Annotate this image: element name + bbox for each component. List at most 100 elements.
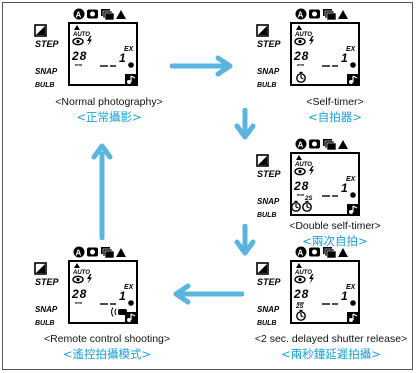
bulb-label: BULB bbox=[257, 320, 276, 327]
self-timer-icon bbox=[291, 200, 301, 212]
triangle-indicator-icon bbox=[74, 25, 80, 30]
step-label: STEP bbox=[257, 39, 282, 49]
delay-label: 2S bbox=[295, 304, 303, 310]
exposure-comp-icon bbox=[256, 154, 269, 167]
lcd-frame bbox=[290, 152, 360, 216]
step-label: STEP bbox=[257, 169, 282, 179]
ex-label: EX bbox=[124, 46, 135, 53]
face-icon bbox=[309, 139, 320, 149]
snap-label: SNAP bbox=[257, 305, 280, 314]
mountain-icon bbox=[116, 10, 126, 19]
arrow-down-icon bbox=[234, 224, 256, 256]
counter-unit: mm bbox=[297, 62, 305, 67]
frame-number: 1 bbox=[119, 51, 126, 65]
delay-label: 2S bbox=[304, 196, 312, 202]
face-icon bbox=[309, 9, 320, 19]
a-mode-label: A bbox=[298, 11, 304, 20]
step-label: STEP bbox=[257, 277, 282, 287]
bulb-label: BULB bbox=[257, 82, 276, 89]
mountain-icon bbox=[116, 248, 126, 257]
auto-label: AUTO bbox=[294, 162, 312, 168]
film-indicator-icon bbox=[128, 62, 134, 68]
multi-frame-icon bbox=[323, 247, 337, 259]
a-mode-icon: A bbox=[295, 138, 307, 150]
frame-number: 1 bbox=[341, 181, 348, 195]
lcd-frame bbox=[68, 260, 138, 324]
a-mode-label: A bbox=[76, 11, 82, 20]
lcd-frame bbox=[290, 22, 360, 86]
triangle-indicator-icon bbox=[296, 155, 302, 160]
music-note-icon bbox=[347, 312, 359, 323]
frame-number: 1 bbox=[119, 289, 126, 303]
arrow-down-icon bbox=[234, 108, 256, 140]
film-indicator-icon bbox=[350, 300, 356, 306]
caption-normal: <Normal photography> bbox=[55, 96, 163, 108]
arrow-left-icon bbox=[173, 283, 244, 305]
ex-label: EX bbox=[346, 46, 357, 53]
exposure-comp-icon bbox=[256, 24, 269, 37]
lcd-frame bbox=[68, 22, 138, 86]
caption-cn-normal: <正常攝影> bbox=[76, 110, 142, 124]
music-note-icon bbox=[125, 74, 137, 85]
caption-double-self-timer: <Double self-timer> bbox=[289, 220, 381, 232]
exposure-comp-icon bbox=[34, 262, 47, 275]
frame-counter: 28 bbox=[293, 287, 309, 301]
film-indicator-icon bbox=[350, 62, 356, 68]
counter-unit: mm bbox=[297, 192, 305, 197]
snap-label: SNAP bbox=[35, 305, 58, 314]
multi-frame-icon bbox=[101, 9, 115, 21]
a-mode-label: A bbox=[76, 249, 82, 258]
eye-icon bbox=[294, 37, 306, 46]
triangle-indicator-icon bbox=[74, 263, 80, 268]
triangle-indicator-icon bbox=[296, 263, 302, 268]
counter-unit: mm bbox=[297, 300, 305, 305]
ex-label: EX bbox=[124, 284, 135, 291]
eye-icon bbox=[72, 275, 84, 284]
arrow-right-icon bbox=[170, 55, 233, 77]
mountain-icon bbox=[338, 140, 348, 149]
bulb-label: BULB bbox=[35, 82, 54, 89]
film-indicator-icon bbox=[350, 192, 356, 198]
caption-self-timer: <Self-timer> bbox=[306, 96, 364, 108]
arrow-up-icon bbox=[91, 143, 113, 240]
caption-cn-delayed-release: <兩秒鐘延遲拍攝> bbox=[281, 347, 381, 361]
caption-remote: <Remote control shooting> bbox=[43, 333, 171, 345]
multi-frame-icon bbox=[323, 139, 337, 151]
ex-label: EX bbox=[346, 176, 357, 183]
music-note-icon bbox=[347, 204, 359, 215]
eye-icon bbox=[294, 275, 306, 284]
auto-label: AUTO bbox=[294, 32, 312, 38]
mountain-icon bbox=[338, 10, 348, 19]
flash-icon bbox=[309, 166, 314, 176]
face-icon bbox=[309, 247, 320, 257]
snap-label: SNAP bbox=[257, 67, 280, 76]
frame-counter: 28 bbox=[71, 49, 87, 63]
a-mode-icon: A bbox=[73, 8, 85, 20]
step-label: STEP bbox=[35, 277, 60, 287]
self-timer-icon bbox=[302, 200, 312, 212]
caption-cn-remote: <遙控拍攝模式> bbox=[62, 347, 152, 361]
flash-icon bbox=[87, 274, 92, 284]
auto-label: AUTO bbox=[294, 270, 312, 276]
diagram-border bbox=[2, 2, 413, 370]
remote-icon bbox=[111, 307, 127, 317]
caption-cn-double-self-timer: <兩次自拍> bbox=[302, 234, 368, 248]
self-timer-icon bbox=[296, 309, 306, 321]
auto-label: AUTO bbox=[72, 32, 90, 38]
ex-label: EX bbox=[346, 284, 357, 291]
frame-number: 1 bbox=[341, 51, 348, 65]
exposure-comp-icon bbox=[256, 262, 269, 275]
face-icon bbox=[87, 247, 98, 257]
a-mode-label: A bbox=[298, 141, 304, 150]
snap-label: SNAP bbox=[257, 197, 280, 206]
counter-unit: mm bbox=[75, 62, 83, 67]
